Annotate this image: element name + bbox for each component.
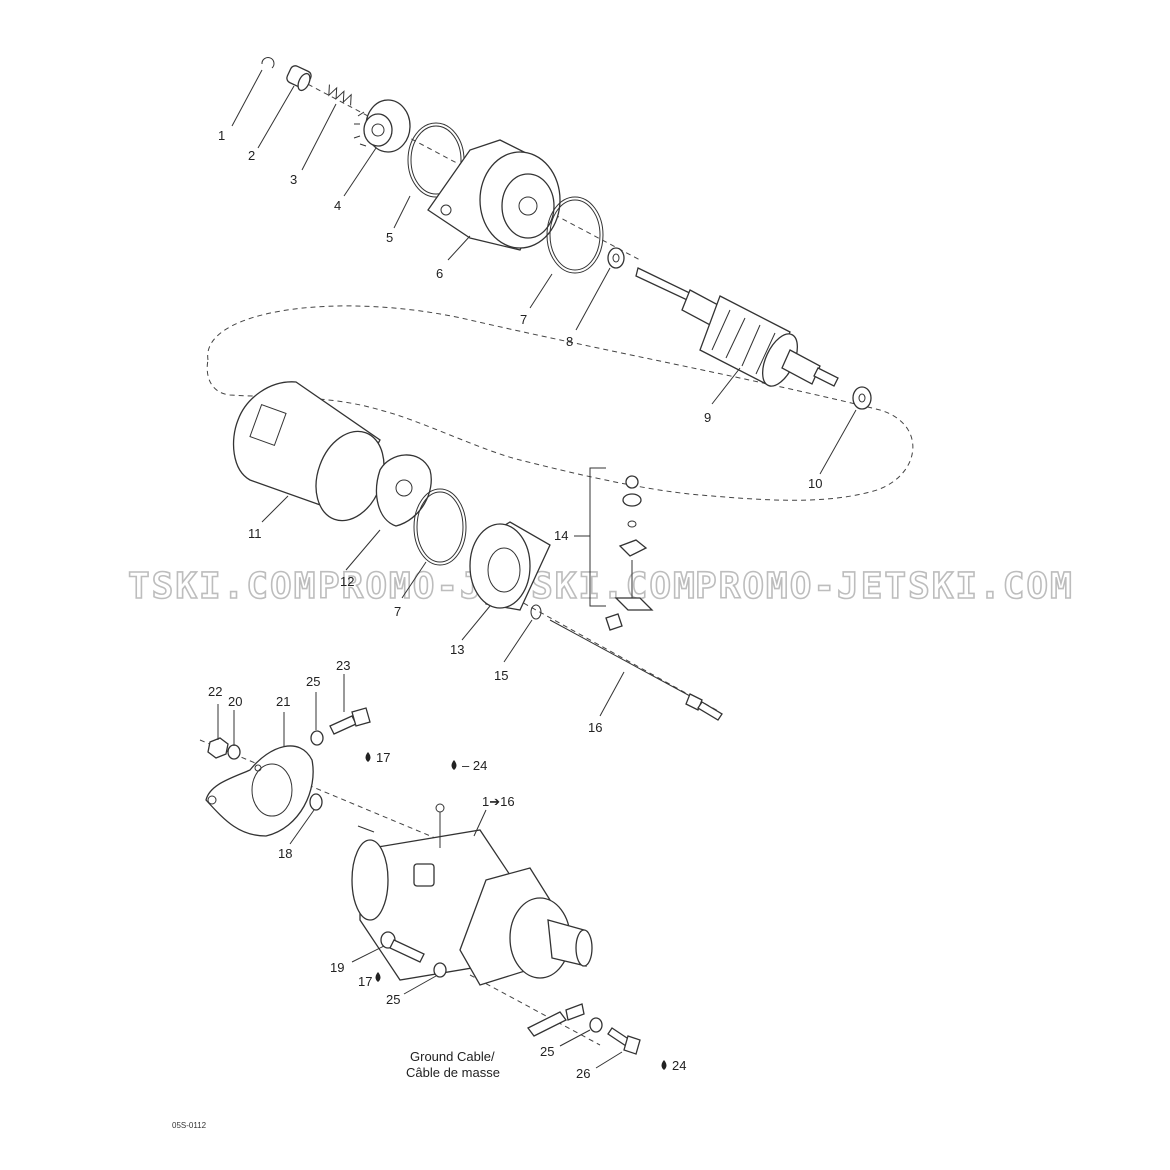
axis-line-rod bbox=[499, 589, 721, 713]
part-label: 10 bbox=[808, 476, 822, 491]
part-label: 25 bbox=[306, 674, 320, 689]
figure-code: 05S-0112 bbox=[172, 1121, 207, 1130]
end-cap-part bbox=[469, 521, 551, 611]
washer-lower-part bbox=[852, 386, 872, 410]
part-label: 22 bbox=[208, 684, 222, 699]
part-label: 3 bbox=[290, 172, 297, 187]
bracket-part bbox=[205, 745, 314, 837]
sleeve-part bbox=[286, 65, 312, 92]
part-label: 25 bbox=[386, 992, 400, 1007]
armature-part bbox=[635, 267, 839, 387]
ground-cable-label: Ground Cable/ bbox=[410, 1049, 495, 1064]
washer-upper-part bbox=[607, 247, 625, 269]
small-o-ring-part bbox=[530, 604, 542, 620]
washer-20-part bbox=[227, 744, 241, 760]
part-label: 26 bbox=[576, 1066, 590, 1081]
part-label: 21 bbox=[276, 694, 290, 709]
part-label: 15 bbox=[494, 668, 508, 683]
axis-line-ground bbox=[469, 974, 601, 1046]
bolt-19-part bbox=[380, 931, 425, 963]
o-ring-mid-part bbox=[546, 196, 604, 274]
o-ring-mid-inner bbox=[549, 199, 601, 271]
pinion-drive-part bbox=[353, 99, 411, 153]
washer-18-part bbox=[309, 793, 323, 811]
o-ring-lower-part bbox=[413, 488, 467, 566]
snap-ring-part bbox=[261, 57, 275, 69]
part-label: 13 bbox=[450, 642, 464, 657]
frame-housing-part bbox=[232, 381, 385, 522]
nut-part bbox=[207, 737, 229, 759]
washer-upper-hole bbox=[612, 253, 620, 263]
drive-housing-part bbox=[427, 139, 561, 251]
part-label: 7 bbox=[520, 312, 527, 327]
starter-motor-assembly bbox=[351, 803, 593, 986]
part-label: 23 bbox=[336, 658, 350, 673]
part-label: – 24 bbox=[462, 758, 487, 773]
part-label: 18 bbox=[278, 846, 292, 861]
o-ring-lower-inner bbox=[416, 491, 464, 563]
oil-drop-icon bbox=[375, 972, 381, 982]
part-label: 12 bbox=[340, 574, 354, 589]
bolt-26-part bbox=[607, 1027, 641, 1055]
washer-lower-hole bbox=[858, 393, 866, 403]
washer-25-lower-part bbox=[589, 1017, 603, 1033]
part-label: 14 bbox=[554, 528, 568, 543]
part-label: 9 bbox=[704, 410, 711, 425]
part-label: 6 bbox=[436, 266, 443, 281]
part-label: 16 bbox=[588, 720, 602, 735]
part-label: 5 bbox=[386, 230, 393, 245]
washer-25-mid-part bbox=[433, 962, 447, 978]
part-label: 20 bbox=[228, 694, 242, 709]
watermark: TSKI.COM PROMO-JETSKI.COM PROMO-JETSKI.C… bbox=[127, 565, 1074, 608]
o-ring-upper-inner bbox=[410, 125, 462, 195]
watermark-left: TSKI.COM bbox=[128, 566, 317, 607]
part-label: 19 bbox=[330, 960, 344, 975]
part-label: 17 bbox=[376, 750, 390, 765]
oil-drop-icon bbox=[365, 752, 371, 762]
part-label: 17 bbox=[358, 974, 372, 989]
part-label: 2 bbox=[248, 148, 255, 163]
part-label: 1 bbox=[218, 128, 225, 143]
spring-part bbox=[328, 84, 352, 106]
terminal-kit-bracket bbox=[574, 467, 654, 631]
part-label: 1➔16 bbox=[482, 794, 515, 809]
oil-drop-icon bbox=[451, 760, 457, 770]
ground-cable-label-fr: Câble de masse bbox=[406, 1065, 500, 1080]
through-bolt-part bbox=[549, 619, 723, 721]
part-label: 25 bbox=[540, 1044, 554, 1059]
axis-line-bracket bbox=[199, 739, 441, 841]
brush-plate-part bbox=[375, 454, 432, 527]
part-label: 7 bbox=[394, 604, 401, 619]
bolt-23-part bbox=[329, 707, 371, 735]
part-labels: 1 2 3 4 5 6 7 8 9 10 11 12 7 13 14 15 16… bbox=[208, 128, 822, 1081]
washer-25-upper-part bbox=[310, 730, 324, 746]
oil-drop-icon bbox=[661, 1060, 667, 1070]
part-label: 11 bbox=[248, 526, 262, 541]
leader-lines bbox=[217, 69, 857, 1069]
part-label: 24 bbox=[672, 1058, 686, 1073]
part-label: 4 bbox=[334, 198, 341, 213]
watermark-right: PROMO-JETSKI.COM bbox=[695, 566, 1074, 607]
part-label: 8 bbox=[566, 334, 573, 349]
ground-cable-part bbox=[527, 1003, 585, 1037]
